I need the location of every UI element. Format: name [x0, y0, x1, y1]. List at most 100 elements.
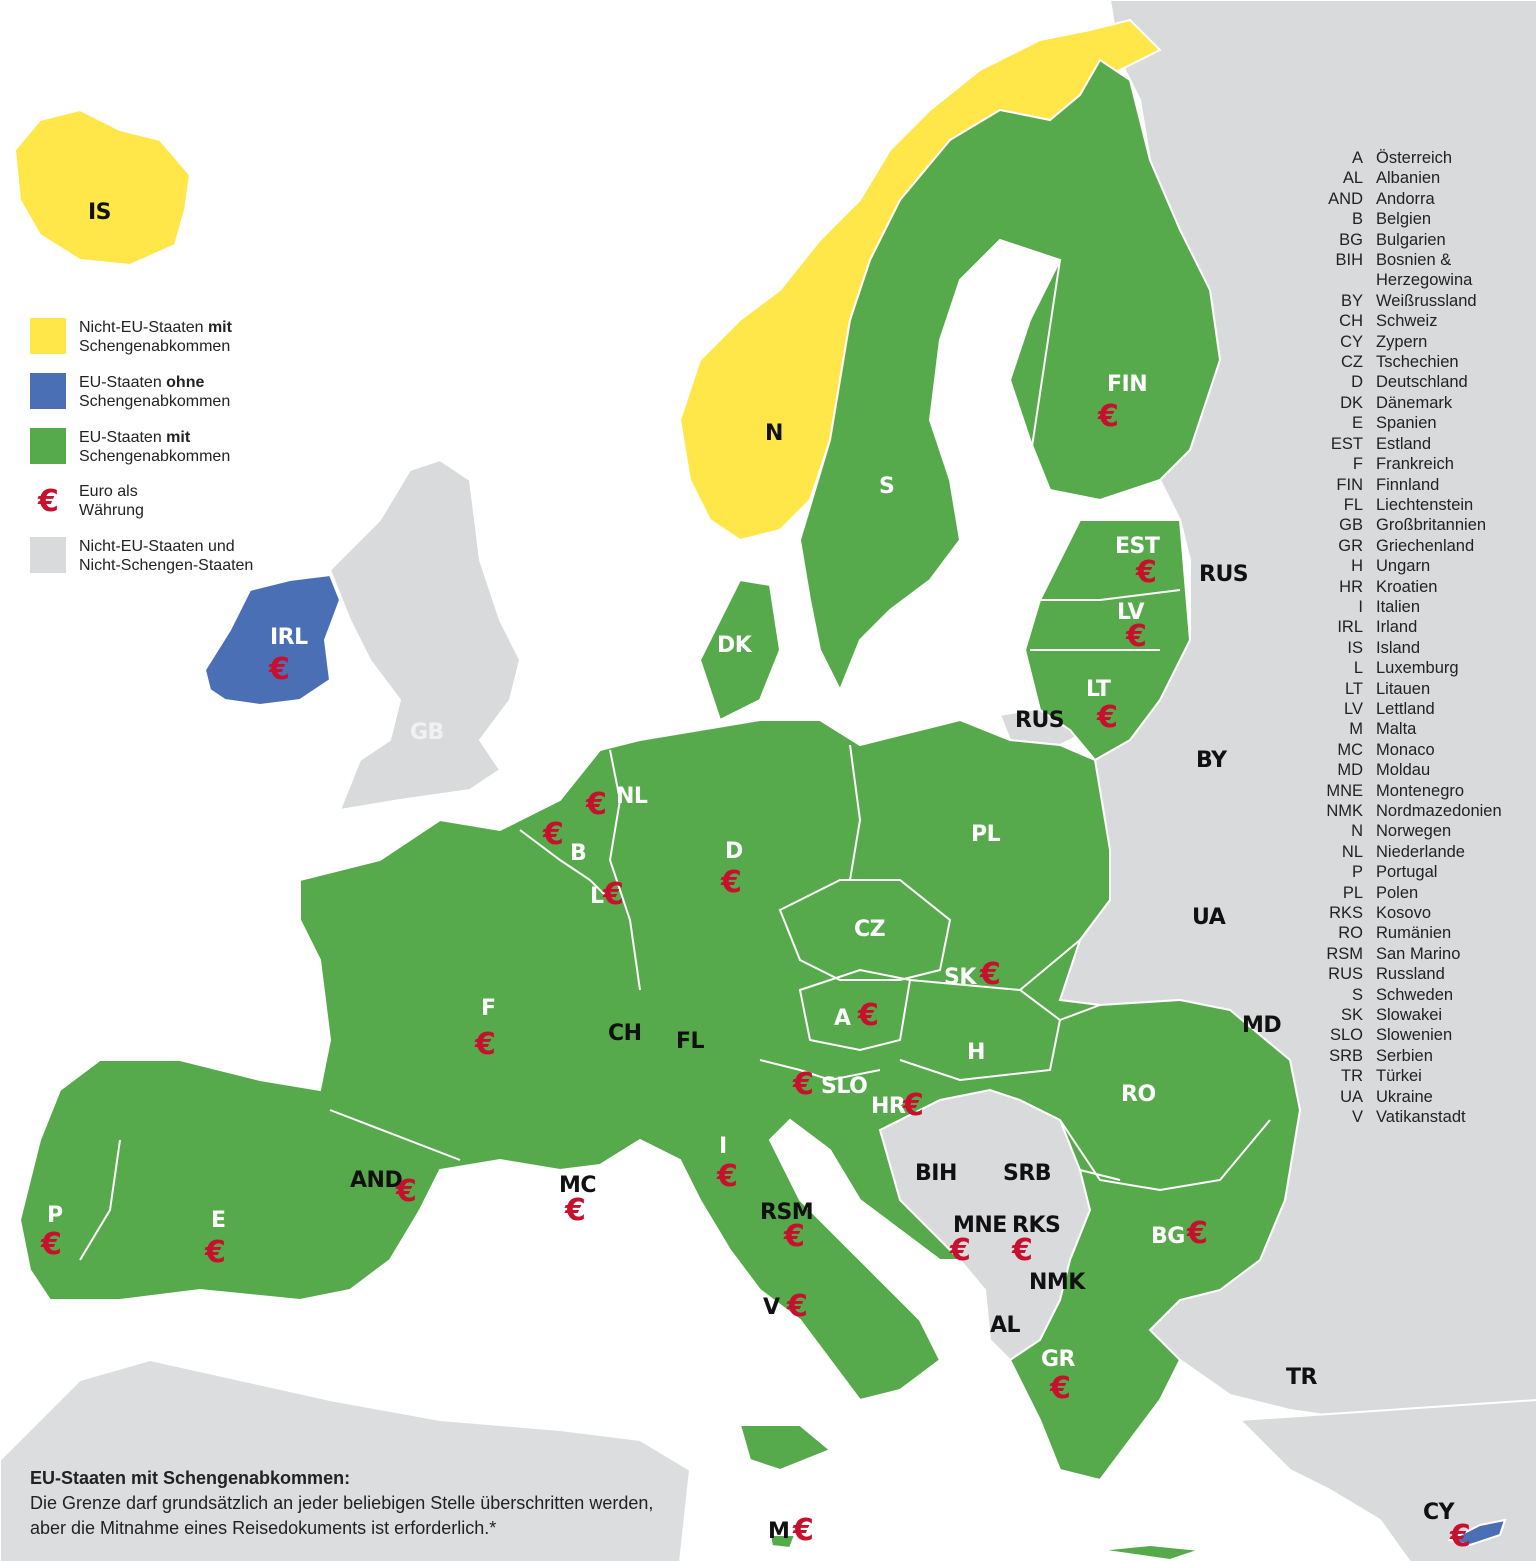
label-slo: SLO [821, 1074, 868, 1099]
label-m: M [768, 1519, 790, 1544]
euro-est: € [1136, 555, 1157, 590]
country-name: Liechtenstein [1376, 495, 1474, 514]
legend-swatch-green [30, 428, 66, 464]
euro-lt: € [1097, 700, 1118, 735]
legend-euro-icon: € [38, 484, 59, 519]
euro-mne: € [950, 1233, 971, 1268]
euro-m: € [793, 1513, 814, 1548]
country-code: B [1351, 210, 1363, 229]
legend-swatch-blue [30, 373, 66, 409]
legend-swatch-grey [30, 537, 66, 573]
label-v: V [763, 1295, 780, 1320]
country-name: Lettland [1376, 699, 1435, 718]
country-code: LT [1344, 679, 1363, 698]
schengen-note: EU-Staaten mit Schengenabkommen: Die Gre… [30, 1466, 690, 1541]
country-code: SRB [1329, 1046, 1363, 1065]
country-code: PL [1342, 883, 1363, 902]
label-l: L [590, 884, 604, 909]
label-is: IS [88, 200, 112, 225]
label-nmk: NMK [1029, 1270, 1085, 1295]
country-code: TR [1341, 1067, 1363, 1086]
country-name: Polen [1376, 883, 1419, 902]
country-row: MC Monaco [1318, 740, 1502, 760]
euro-rks: € [1012, 1233, 1033, 1268]
country-name: Rumänien [1376, 924, 1452, 943]
country-row: IS Island [1318, 638, 1502, 658]
country-name: Italien [1376, 597, 1421, 616]
label-al: AL [990, 1313, 1021, 1338]
country-code: S [1351, 985, 1363, 1004]
legend-swatch-yellow [30, 318, 66, 354]
country-code: D [1351, 373, 1363, 392]
label-n: N [765, 421, 783, 446]
label-mc: MC [559, 1173, 597, 1198]
country-code: P [1351, 863, 1363, 882]
euro-gr: € [1050, 1371, 1071, 1406]
country-name: Island [1376, 638, 1421, 657]
euro-fin: € [1098, 399, 1119, 434]
label-s: S [879, 474, 895, 499]
country-code: RUS [1328, 965, 1363, 984]
country-name: Malta [1376, 720, 1417, 739]
label-i: I [719, 1134, 727, 1159]
label-by: BY [1196, 748, 1227, 773]
country-code: MD [1337, 761, 1363, 780]
label-h: H [967, 1040, 985, 1065]
euro-a: € [858, 998, 879, 1033]
label-cz: CZ [854, 917, 886, 942]
euro-v: € [787, 1289, 808, 1324]
country-name: Monaco [1376, 740, 1435, 759]
label-sk: SK [944, 965, 976, 990]
label-rks: RKS [1012, 1213, 1061, 1238]
label-md: MD [1242, 1013, 1282, 1038]
euro-i: € [717, 1159, 738, 1194]
label-rus: RUS [1199, 562, 1249, 587]
euro-sk: € [980, 957, 1001, 992]
country-name: Bulgarien [1376, 230, 1446, 249]
euro-b: € [543, 817, 564, 852]
country-name: Herzegowina [1376, 271, 1473, 290]
country-code: IS [1347, 638, 1363, 657]
country-name: Dänemark [1376, 393, 1453, 412]
label-lt: LT [1086, 677, 1111, 702]
label-fl: FL [676, 1029, 705, 1054]
country-name: Schweden [1376, 985, 1454, 1004]
country-code: MC [1337, 740, 1363, 759]
euro-and: € [396, 1174, 417, 1209]
country-code: IRL [1337, 618, 1363, 637]
country-name: Zypern [1376, 332, 1428, 351]
country-code: EST [1330, 434, 1363, 453]
label-fin: FIN [1107, 372, 1148, 397]
country-name: Litauen [1376, 679, 1431, 698]
label-srb: SRB [1003, 1161, 1052, 1186]
country-name: Bosnien & [1376, 251, 1452, 270]
